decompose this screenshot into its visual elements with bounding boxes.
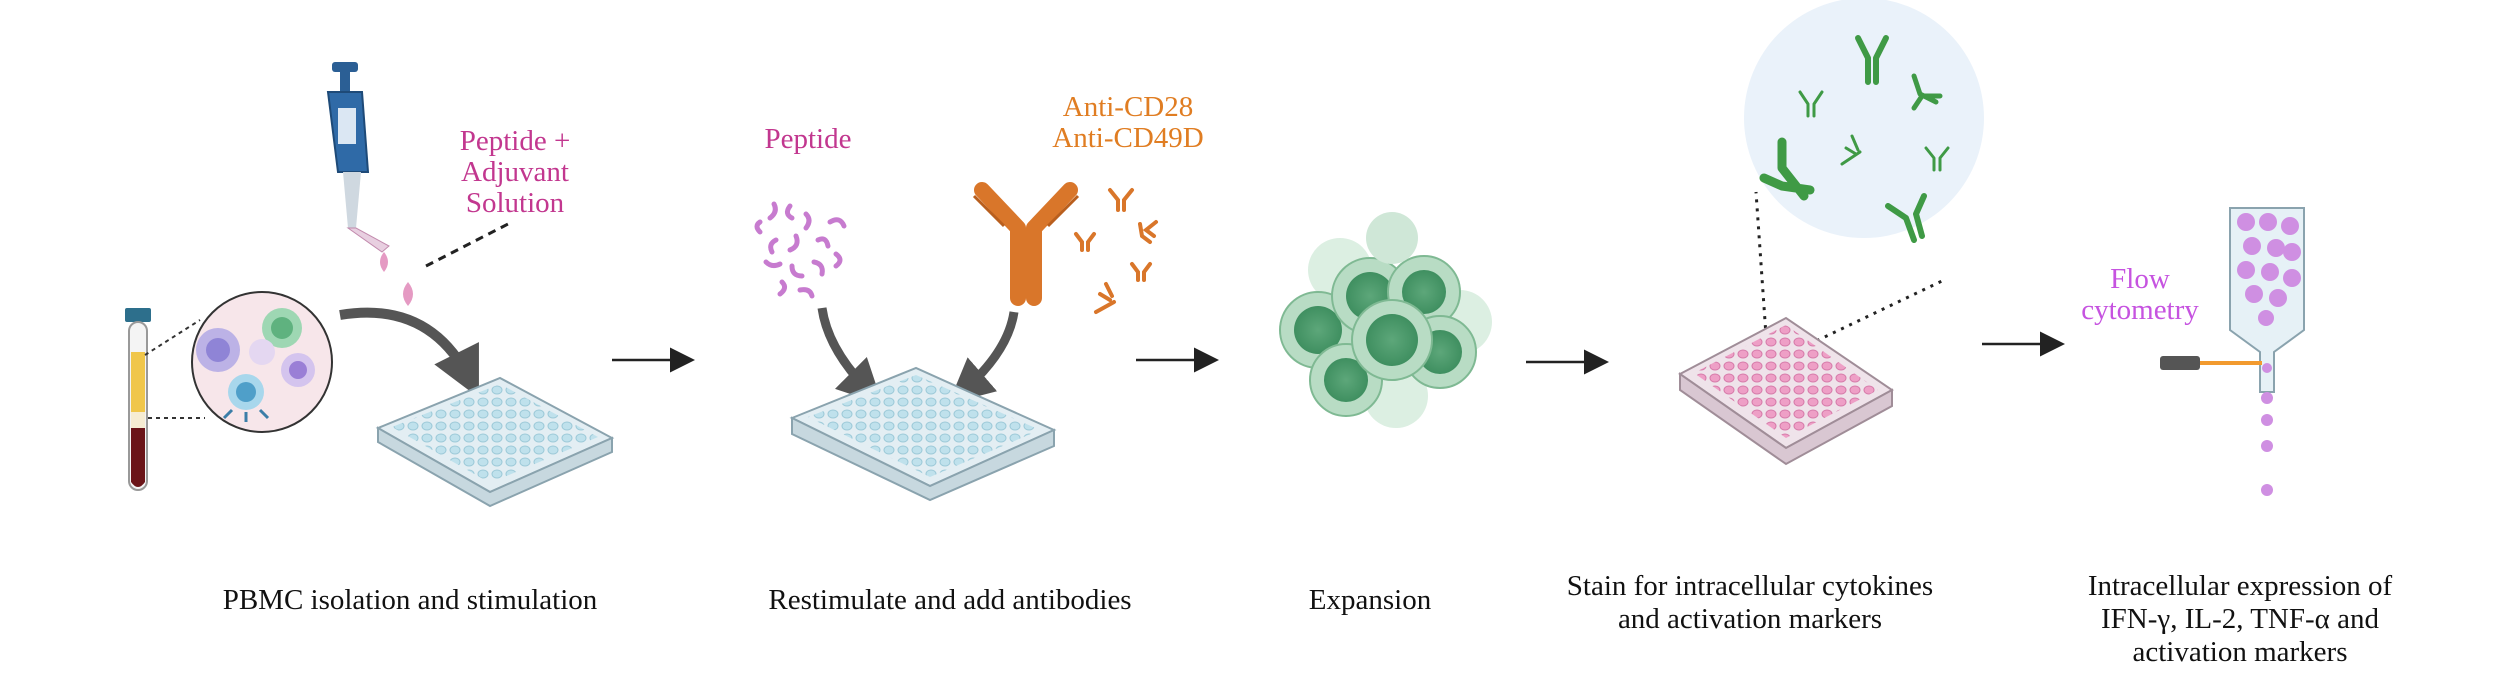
zoom-circle — [1744, 0, 1984, 238]
well-plate-icon — [375, 376, 615, 508]
flow-cytometer-icon — [2160, 207, 2305, 496]
flow-cytometry-label: Flow cytometry — [2081, 263, 2199, 326]
peptide-adjuvant-label: Peptide + Adjuvant Solution — [459, 125, 571, 219]
well-plate-icon — [789, 366, 1057, 502]
step-3-caption: Expansion — [1308, 584, 1432, 616]
pipette-icon — [326, 62, 413, 306]
step-5-caption: Intracellular expression of IFN-γ, IL-2,… — [2087, 570, 2393, 668]
small-antibodies-orange — [1074, 188, 1158, 314]
peptide-icon — [754, 201, 847, 299]
step-4-caption: Stain for intracellular cytokines and ac… — [1566, 570, 1934, 635]
step-2-caption: Restimulate and add antibodies — [768, 584, 1132, 616]
antibody-icon — [1759, 35, 1950, 243]
well-plate-icon — [1678, 316, 1894, 466]
pbmc-cells-icon — [191, 291, 333, 433]
cell-cluster-icon — [1279, 212, 1492, 428]
step-1-caption: PBMC isolation and stimulation — [222, 584, 598, 616]
antibodies-label: Anti-CD28 Anti-CD49D — [1052, 91, 1204, 154]
antibody-icon — [972, 182, 1080, 306]
peptide-label: Peptide — [764, 123, 852, 155]
blood-tube-icon — [125, 308, 151, 491]
